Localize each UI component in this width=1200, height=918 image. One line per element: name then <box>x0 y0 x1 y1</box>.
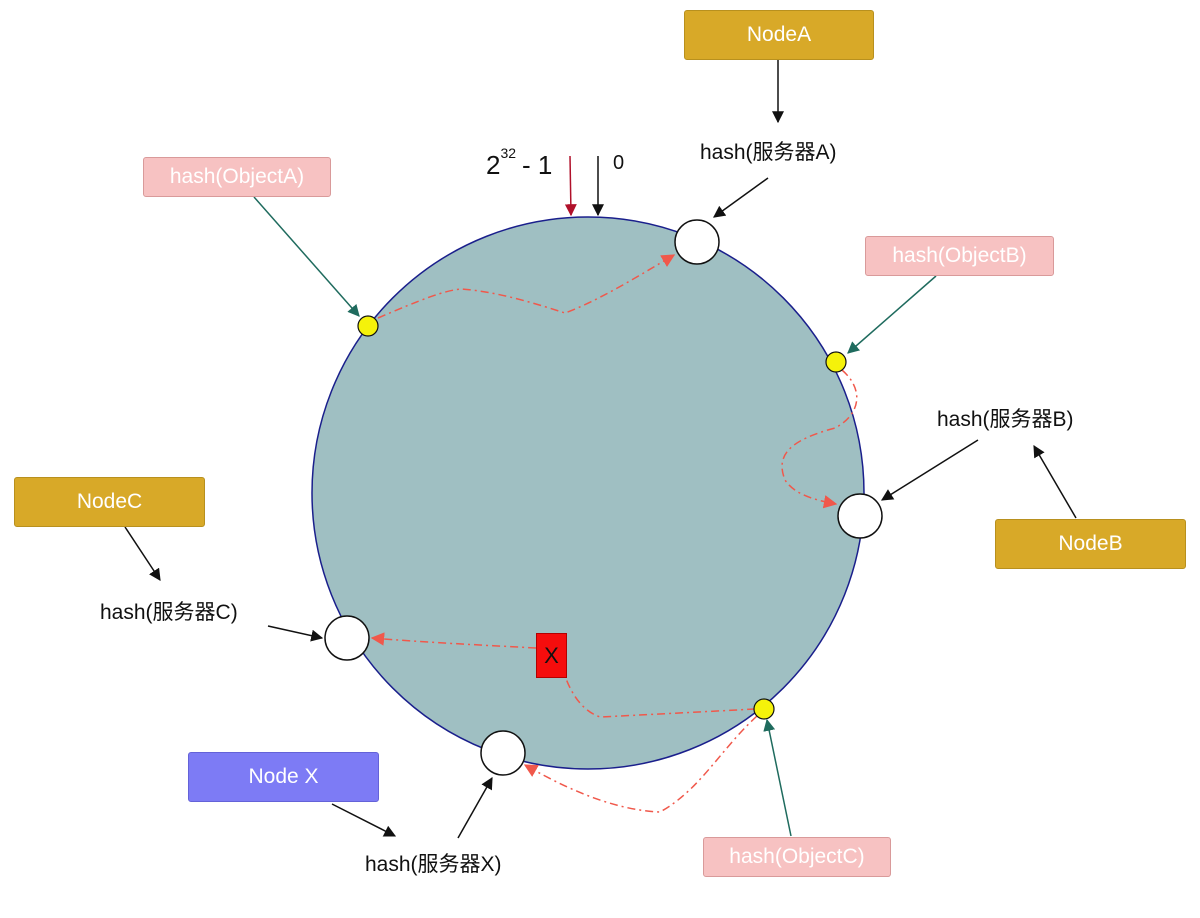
max-hash-base: 2 <box>486 150 501 180</box>
object-b-point <box>825 351 847 373</box>
max-hash-label: 232 - 1 <box>486 145 553 181</box>
object-b-box: hash(ObjectB) <box>865 236 1054 276</box>
node-c-box: NodeC <box>14 477 205 527</box>
node-a-box: NodeA <box>684 10 874 60</box>
hash-a-to-node-arrow <box>713 177 769 218</box>
hash-ring <box>311 216 865 770</box>
max-hash-exponent: 32 <box>500 145 517 162</box>
object-c-box: hash(ObjectC) <box>703 837 891 877</box>
removed-node-reroute <box>370 632 537 649</box>
hash-server-c-label: hash(服务器C) <box>100 601 238 624</box>
hash-server-a-label: hash(服务器A) <box>700 141 837 164</box>
node-b-to-hash-arrow <box>1033 444 1077 519</box>
server-a-node <box>674 219 720 265</box>
server-x-node <box>480 730 526 776</box>
object-b-route <box>781 369 858 509</box>
object-b-arrow <box>847 275 937 354</box>
object-c-point <box>753 698 775 720</box>
object-a-arrow <box>253 196 360 317</box>
node-c-to-hash-arrow <box>124 526 161 582</box>
hash-server-b-label: hash(服务器B) <box>937 408 1074 431</box>
hash-server-x-label: hash(服务器X) <box>365 853 502 876</box>
node-x-to-hash-arrow <box>331 803 397 837</box>
node-x-box: Node X <box>188 752 379 802</box>
object-a-route <box>377 254 676 319</box>
node-b-box: NodeB <box>995 519 1186 569</box>
hash-x-to-node-arrow <box>457 776 493 839</box>
max-hash-arrow <box>564 155 577 217</box>
object-a-box: hash(ObjectA) <box>143 157 331 197</box>
removed-node-marker: X <box>536 633 567 678</box>
server-c-node <box>324 615 370 661</box>
object-c-arrow <box>763 718 792 837</box>
max-hash-suffix: - 1 <box>522 150 553 180</box>
hash-b-to-node-arrow <box>880 439 979 501</box>
hash-c-to-node-arrow <box>267 625 324 642</box>
object-a-point <box>357 315 379 337</box>
server-b-node <box>837 493 883 539</box>
object-c-old-route <box>564 675 756 718</box>
zero-hash-label: 0 <box>613 152 625 174</box>
